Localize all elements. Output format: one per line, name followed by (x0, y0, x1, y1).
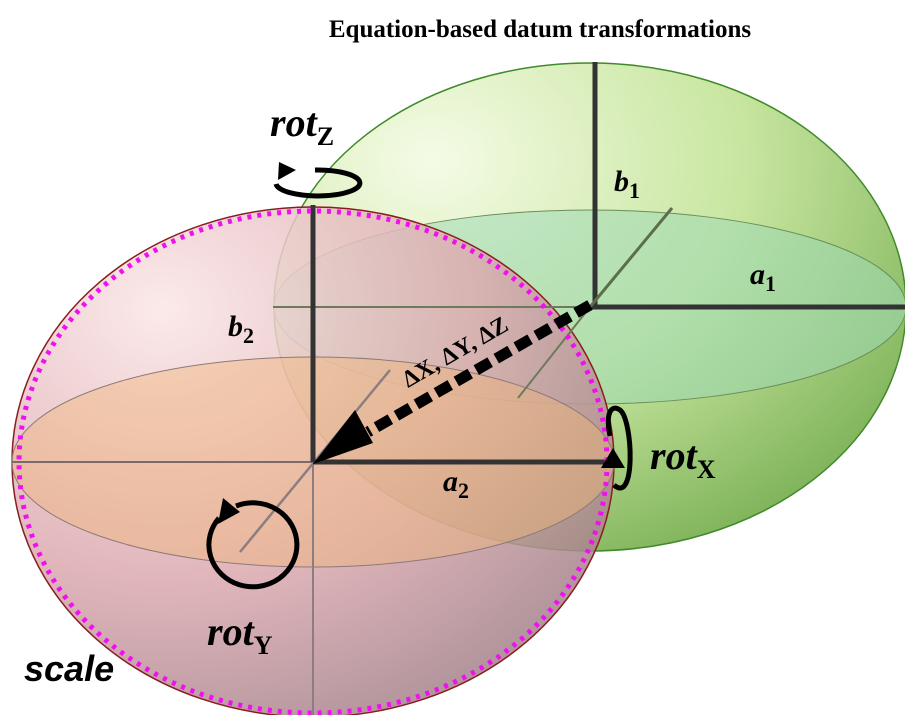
rot-x-label: rotX (650, 433, 716, 484)
a1-sub: 1 (765, 271, 776, 296)
b2-main: b (228, 310, 243, 343)
ellipsoid-1-y-axis-back (517, 306, 591, 399)
b1-label: b1 (614, 165, 640, 203)
rot-z-sub: Z (317, 122, 334, 151)
rot-y-sub: Y (254, 631, 273, 660)
ellipsoid-2-axes (12, 205, 614, 715)
a2-label: a2 (443, 465, 469, 503)
rot-z-main: rot (270, 100, 319, 145)
rot-x-sub: X (697, 455, 716, 484)
b2-label: b2 (228, 310, 254, 348)
a1-main: a (750, 258, 765, 291)
ellipsoid-1-y-axis-front (588, 207, 674, 308)
b2-sub: 2 (243, 323, 254, 348)
diagram-title: Equation-based datum transformations (329, 16, 752, 43)
scale-label: scale (24, 648, 114, 689)
rot-z-icon (273, 162, 363, 199)
a2-sub: 2 (458, 478, 469, 503)
translation-arrow (313, 300, 593, 464)
rot-z-label: rotZ (270, 100, 334, 151)
b1-sub: 1 (629, 178, 640, 203)
a1-label: a1 (750, 258, 776, 296)
rot-x-icon (601, 405, 633, 491)
a2-main: a (443, 465, 458, 498)
b1-main: b (614, 165, 629, 198)
rot-y-label: rotY (207, 609, 273, 660)
rot-y-icon (206, 498, 300, 590)
rot-y-main: rot (207, 609, 256, 654)
rot-x-main: rot (650, 433, 699, 478)
ellipsoid-1-axes (273, 62, 905, 399)
